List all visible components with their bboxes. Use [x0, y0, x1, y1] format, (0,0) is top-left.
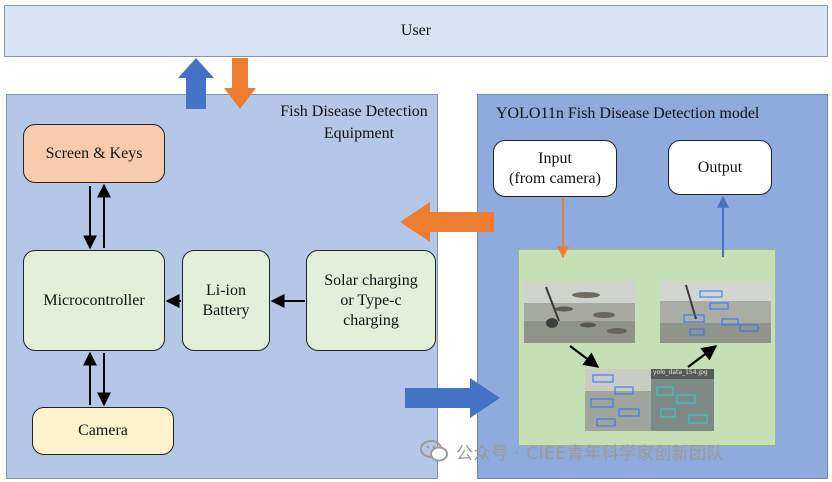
up-arrow-to-user [178, 58, 214, 109]
equipment-title-line2: Equipment [323, 125, 395, 142]
camera-box: Camera [32, 407, 174, 455]
input-fish-photo [524, 281, 635, 343]
microcontroller-label: Microcontroller [43, 291, 145, 309]
down-arrow-from-user [224, 58, 256, 109]
output-box: Output [668, 140, 772, 195]
user-bar: User [4, 5, 828, 57]
equipment-panel-title: Fish Disease Detection Equipment [271, 101, 437, 145]
output-fish-photo [660, 281, 771, 343]
screen-keys-box: Screen & Keys [23, 124, 165, 183]
solar-label-line3: charging [343, 311, 399, 329]
solar-label-line2: or Type-c [340, 291, 402, 309]
input-box: Input (from camera) [493, 140, 617, 197]
input-label-line1: Input [538, 149, 572, 167]
solar-charging-box: Solar charging or Type-c charging [306, 250, 436, 351]
model-panel-title: YOLO11n Fish Disease Detection model [496, 105, 760, 122]
screen-keys-label: Screen & Keys [45, 144, 143, 162]
wechat-icon [420, 440, 448, 462]
battery-box: Li-ion Battery [182, 250, 270, 351]
arrow-annotated-to-output-photo [687, 345, 718, 368]
microcontroller-box: Microcontroller [23, 250, 165, 351]
watermark: 公众号 · CIEE青年科学家创新团队 [420, 438, 724, 464]
battery-label-line2: Battery [202, 301, 250, 319]
arrow-input-photo-to-annotated [569, 345, 600, 368]
battery-label-line1: Li-ion [206, 281, 246, 299]
camera-label: Camera [78, 422, 128, 439]
watermark-text: 公众号 · CIEE青年科学家创新团队 [456, 443, 725, 464]
orange-arrow-to-equipment [400, 202, 494, 242]
output-label: Output [697, 158, 743, 176]
photo-caption: yolo_data_154.jpg [653, 369, 708, 376]
annotated-fish-photo: yolo_data_154.jpg [585, 369, 714, 431]
input-label-line2: (from camera) [509, 169, 601, 187]
solar-label-line1: Solar charging [324, 271, 418, 289]
equipment-title-line1: Fish Disease Detection [280, 103, 428, 120]
blue-arrow-to-model [405, 378, 500, 418]
user-label: User [400, 22, 432, 39]
